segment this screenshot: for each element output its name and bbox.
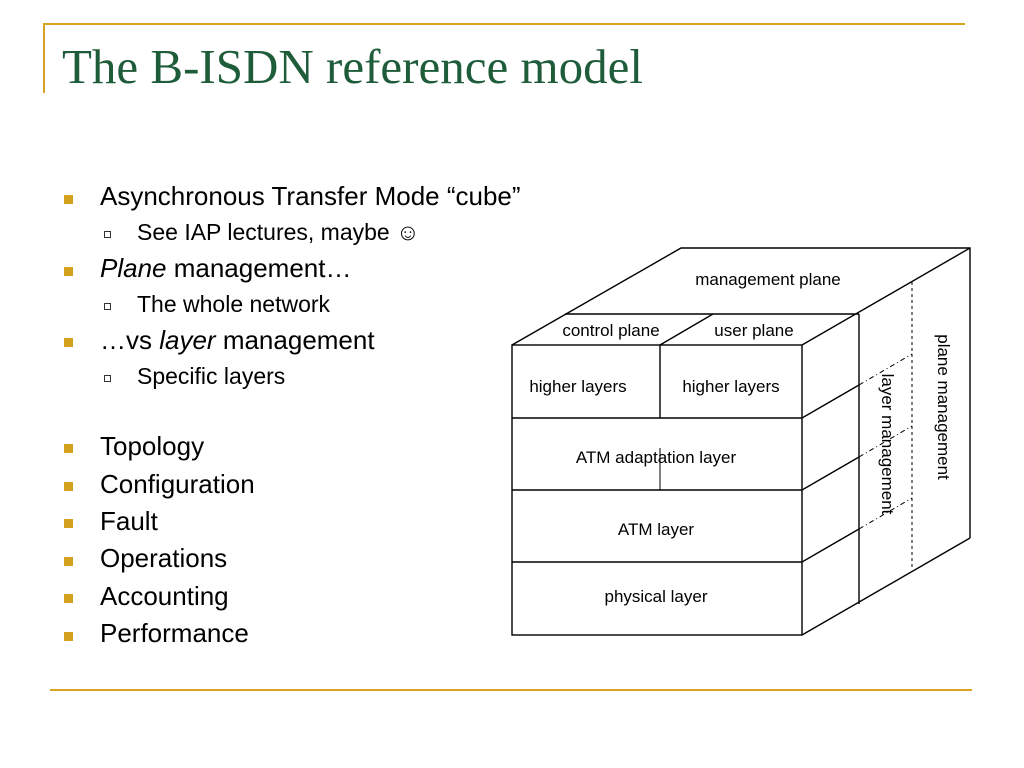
bullet-item: Asynchronous Transfer Mode “cube” — [100, 181, 521, 211]
bullet-square-icon — [64, 267, 73, 276]
cube-top-outline — [511, 247, 971, 538]
bullet-text: management — [215, 325, 375, 355]
side-layer-dashed-line — [858, 497, 913, 530]
higher-layers-left-label: higher layers — [529, 377, 626, 396]
bullet-item: Plane management… — [100, 252, 351, 284]
management-plane-label: management plane — [695, 270, 841, 289]
cube-top-right-edge — [801, 247, 971, 346]
bullet-item: Fault — [100, 506, 158, 536]
bullet-square-icon — [64, 444, 73, 453]
bottom-rule — [50, 689, 972, 691]
plane-management-label: plane management — [934, 334, 953, 480]
bullet-item: Accounting — [100, 581, 229, 611]
side-layer-line — [801, 528, 860, 563]
side-layer-line — [801, 456, 860, 491]
atm-adaptation-layer-label: ATM adaptation layer — [576, 448, 737, 467]
bullet-text: management… — [166, 253, 352, 283]
italic-term: layer — [159, 325, 216, 355]
slide-title: The B-ISDN reference model — [62, 39, 643, 94]
physical-layer-label: physical layer — [605, 587, 708, 606]
atm-layer-label: ATM layer — [618, 520, 695, 539]
user-plane-label: user plane — [714, 321, 793, 340]
bullet-square-icon — [64, 557, 73, 566]
bullet-item: Performance — [100, 618, 249, 648]
side-layer-dashed-line — [858, 353, 913, 386]
top-rule — [43, 23, 965, 25]
hollow-square-bullet-icon — [104, 303, 111, 310]
bullet-item: Configuration — [100, 469, 255, 499]
bullet-item: …vs layer management — [100, 324, 375, 356]
side-layer-dashed-line — [858, 425, 913, 458]
top-face-plane-split — [659, 313, 714, 346]
layer-management-label: layer management — [878, 374, 897, 515]
hollow-square-bullet-icon — [104, 375, 111, 382]
bullet-square-icon — [64, 594, 73, 603]
hollow-square-bullet-icon — [104, 231, 111, 238]
bullet-item: Topology — [100, 431, 205, 461]
higher-layers-right-label: higher layers — [682, 377, 779, 396]
bullet-text: …vs — [100, 325, 160, 355]
bullet-square-icon — [64, 632, 73, 641]
bullet-square-icon — [64, 482, 73, 491]
sub-bullet-item: The whole network — [137, 291, 331, 317]
bullet-square-icon — [64, 338, 73, 347]
bullet-square-icon — [64, 519, 73, 528]
bullet-item: Operations — [100, 543, 228, 573]
sub-bullet-item: See IAP lectures, maybe ☺ — [137, 219, 420, 245]
left-rule — [43, 23, 45, 93]
sub-bullet-item: Specific layers — [137, 363, 286, 389]
italic-term: Plane — [100, 253, 167, 283]
bullet-list: Asynchronous Transfer Mode “cube” See IA… — [0, 0, 521, 700]
bullet-square-icon — [64, 195, 73, 204]
side-layer-line — [801, 384, 860, 419]
control-plane-label: control plane — [562, 321, 659, 340]
cube-bottom-right-edge — [801, 537, 971, 636]
